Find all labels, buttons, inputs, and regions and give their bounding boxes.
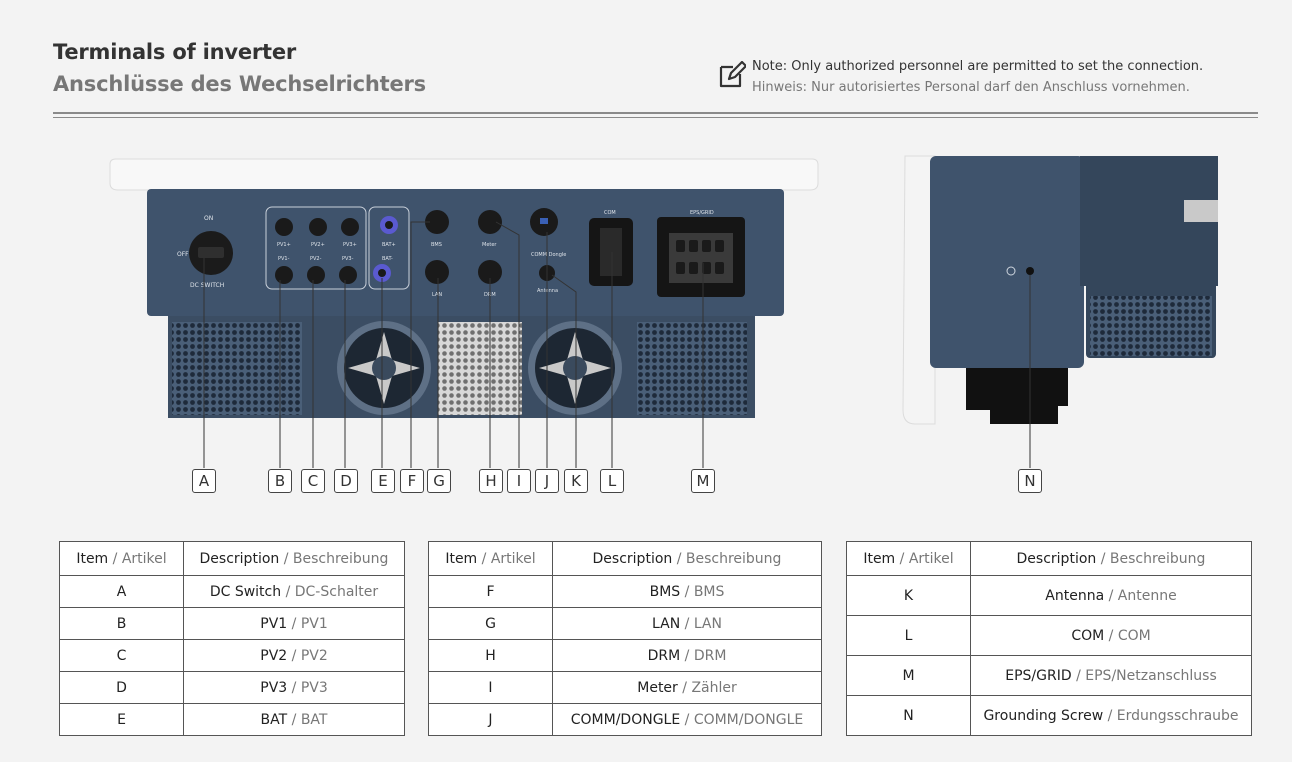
lan-port xyxy=(425,260,449,284)
page-title-de: Anschlüsse des Wechselrichters xyxy=(53,72,426,96)
com-label: COM xyxy=(604,210,616,216)
com-connector xyxy=(589,218,633,286)
header-rule xyxy=(53,112,1258,114)
pv2-minus-label: PV2- xyxy=(310,256,322,262)
callout-e: E xyxy=(371,469,395,493)
eps-grid-label: EPS/GRID xyxy=(690,210,714,216)
note-text-de: Hinweis: Nur autorisiertes Personal darf… xyxy=(752,80,1190,95)
pv1-plus-label: PV1+ xyxy=(277,242,291,248)
drm-port xyxy=(478,260,502,284)
dc-switch xyxy=(189,231,233,275)
item-header: Item / Artikel xyxy=(428,541,553,576)
terminal-table-2: Item / Artikel Description / Beschreibun… xyxy=(428,541,822,736)
inverter-side-view xyxy=(902,155,1218,425)
pv3-minus-label: PV3- xyxy=(342,256,354,262)
callout-j: J xyxy=(535,469,559,493)
pv3-minus-port xyxy=(339,266,357,284)
dc-switch-label: DC SWITCH xyxy=(190,282,224,289)
item-header: Item / Artikel xyxy=(846,541,971,576)
table-header-row: Item / Artikel Description / Beschreibun… xyxy=(428,541,822,576)
edit-note-icon xyxy=(719,61,746,88)
callout-f: F xyxy=(400,469,424,493)
callout-i: I xyxy=(507,469,531,493)
inverter-drawing: ON OFF DC SWITCH PV1+ PV2+ PV3+ PV1- PV2… xyxy=(109,155,1218,468)
pv2-plus-port xyxy=(309,218,327,236)
callout-m: M xyxy=(691,469,715,493)
callout-b: B xyxy=(268,469,292,493)
pv3-plus-port xyxy=(341,218,359,236)
top-cover xyxy=(109,158,819,191)
dc-off-label: OFF xyxy=(177,251,189,258)
page-title-en: Terminals of inverter xyxy=(53,40,297,64)
bat-plus-label: BAT+ xyxy=(382,242,396,248)
pv1-plus-port xyxy=(275,218,293,236)
callout-c: C xyxy=(301,469,325,493)
description-header: Description / Beschreibung xyxy=(183,541,405,576)
bms-label: BMS xyxy=(431,242,442,248)
bms-port xyxy=(425,210,449,234)
pv2-minus-port xyxy=(307,266,325,284)
fan-left xyxy=(337,321,431,415)
bat-minus-label: BAT- xyxy=(382,256,393,262)
callout-n: N xyxy=(1018,469,1042,493)
callout-a: A xyxy=(192,469,216,493)
description-header: Description / Beschreibung xyxy=(970,541,1252,576)
table-header-row: Item / Artikel Description / Beschreibun… xyxy=(846,541,1252,576)
pv1-minus-label: PV1- xyxy=(278,256,290,262)
fan-right xyxy=(528,321,622,415)
terminal-table-1: Item / Artikel Description / Beschreibun… xyxy=(59,541,405,736)
lan-label: LAN xyxy=(432,292,442,298)
pv1-minus-port xyxy=(275,266,293,284)
note-text-en: Note: Only authorized personnel are perm… xyxy=(752,59,1204,74)
dc-on-label: ON xyxy=(204,215,213,222)
item-header: Item / Artikel xyxy=(59,541,184,576)
pv2-plus-label: PV2+ xyxy=(311,242,325,248)
meter-label: Meter xyxy=(482,242,497,248)
callout-leaders xyxy=(203,221,1031,468)
pv3-plus-label: PV3+ xyxy=(343,242,357,248)
antenna-label: Antenna xyxy=(537,288,558,294)
callout-d: D xyxy=(334,469,358,493)
comm-dongle-label: COMM Dongle xyxy=(531,252,566,258)
table-header-row: Item / Artikel Description / Beschreibun… xyxy=(59,541,405,576)
terminal-table-3: Item / Artikel Description / Beschreibun… xyxy=(846,541,1252,736)
callout-l: L xyxy=(600,469,624,493)
callout-k: K xyxy=(564,469,588,493)
ground-symbol-icon xyxy=(1006,266,1016,276)
meter-port xyxy=(478,210,502,234)
callout-g: G xyxy=(427,469,451,493)
description-header: Description / Beschreibung xyxy=(552,541,822,576)
callout-h: H xyxy=(479,469,503,493)
grounding-screw xyxy=(1026,267,1034,275)
eps-grid-connector xyxy=(657,217,745,297)
header-rule-thin xyxy=(53,117,1258,118)
